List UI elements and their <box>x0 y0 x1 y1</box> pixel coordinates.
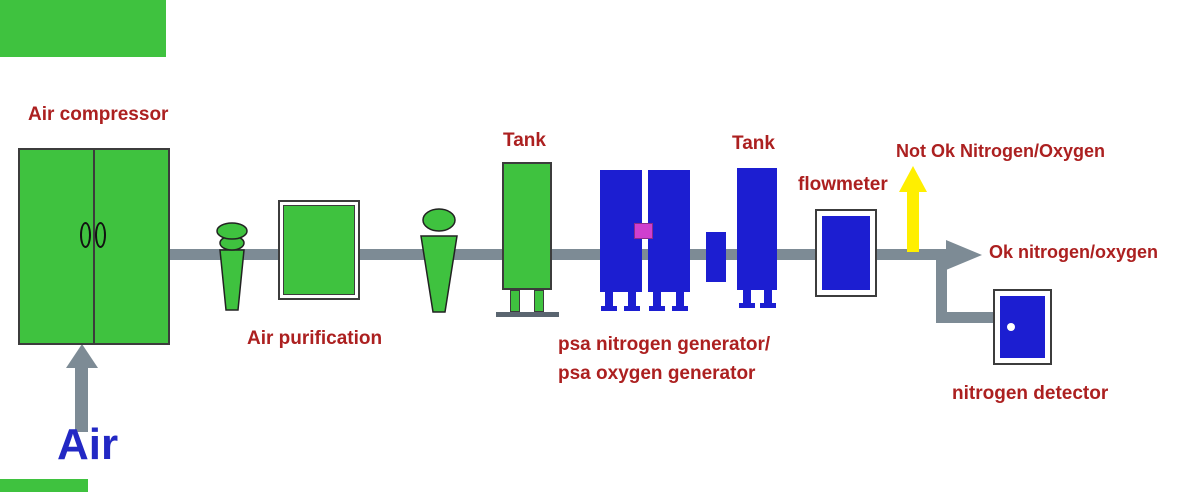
psa-left-foot-2 <box>624 306 640 311</box>
psa-right-leg-1 <box>653 292 661 308</box>
flowmeter-unit <box>815 209 877 297</box>
nitrogen-detector-unit <box>993 289 1052 365</box>
flowmeter-label: flowmeter <box>798 174 888 195</box>
vent-arrowhead-icon <box>899 166 927 192</box>
psa-right-leg-2 <box>676 292 684 308</box>
nitrogen-detector-label: nitrogen detector <box>952 383 1109 404</box>
tank2-label: Tank <box>732 133 775 154</box>
outlet-arrowhead-icon <box>946 240 982 270</box>
tank-blue-leg-left <box>743 290 751 305</box>
tank-blue-foot-left <box>739 303 755 308</box>
air-compressor-label: Air compressor <box>28 104 169 125</box>
air-filter-funnel-large <box>420 208 458 313</box>
tank-green-leg-right <box>534 290 544 312</box>
psa-tower-right <box>648 170 690 292</box>
buffer-tank-green <box>502 162 552 290</box>
air-label: Air <box>57 420 119 469</box>
detector-branch-horizontal-pipe <box>936 312 996 323</box>
vent-arrow-shaft <box>907 190 919 252</box>
nitrogen-detector-fill <box>1000 296 1045 358</box>
compressor-door-divider <box>93 150 95 343</box>
ok-label: Ok nitrogen/oxygen <box>989 242 1159 262</box>
not-ok-label: Not Ok Nitrogen/Oxygen <box>896 141 1106 161</box>
air-filter-funnel-small <box>216 222 248 311</box>
air-purification-unit <box>278 200 360 300</box>
air-compressor-unit <box>18 148 170 345</box>
corner-artifact-top-left <box>0 0 166 57</box>
tank-green-base <box>496 312 559 317</box>
tank-blue-foot-right <box>760 303 776 308</box>
air-purification-label: Air purification <box>247 328 383 349</box>
psa-left-leg-1 <box>605 292 613 308</box>
air-inlet-arrowhead-icon <box>66 344 98 368</box>
main-pipe <box>168 249 948 260</box>
psa-generator-label-line2: psa oxygen generator <box>558 363 756 384</box>
psa-generator-label-line1: psa nitrogen generator/ <box>558 334 771 355</box>
detector-indicator-dot <box>1007 323 1015 331</box>
air-inlet-arrow-shaft <box>75 364 88 432</box>
tank-blue-leg-right <box>764 290 772 305</box>
pipe-connector-block <box>706 232 726 282</box>
corner-artifact-bottom-left <box>0 479 88 492</box>
air-purification-fill <box>283 205 355 295</box>
detector-branch-vertical-pipe <box>936 254 947 320</box>
psa-right-foot-1 <box>649 306 665 311</box>
psa-generator-label: psa nitrogen generator/ psa oxygen gener… <box>558 330 770 388</box>
compressor-handle-right <box>95 222 106 248</box>
tank-green-leg-left <box>510 290 520 312</box>
psa-left-foot-1 <box>601 306 617 311</box>
tank1-label: Tank <box>503 130 546 151</box>
flowmeter-fill <box>822 216 870 290</box>
compressor-handle-left <box>80 222 91 248</box>
psa-right-foot-2 <box>672 306 688 311</box>
buffer-tank-blue <box>737 168 777 290</box>
psa-left-leg-2 <box>628 292 636 308</box>
psa-crossover-valve <box>634 223 653 239</box>
